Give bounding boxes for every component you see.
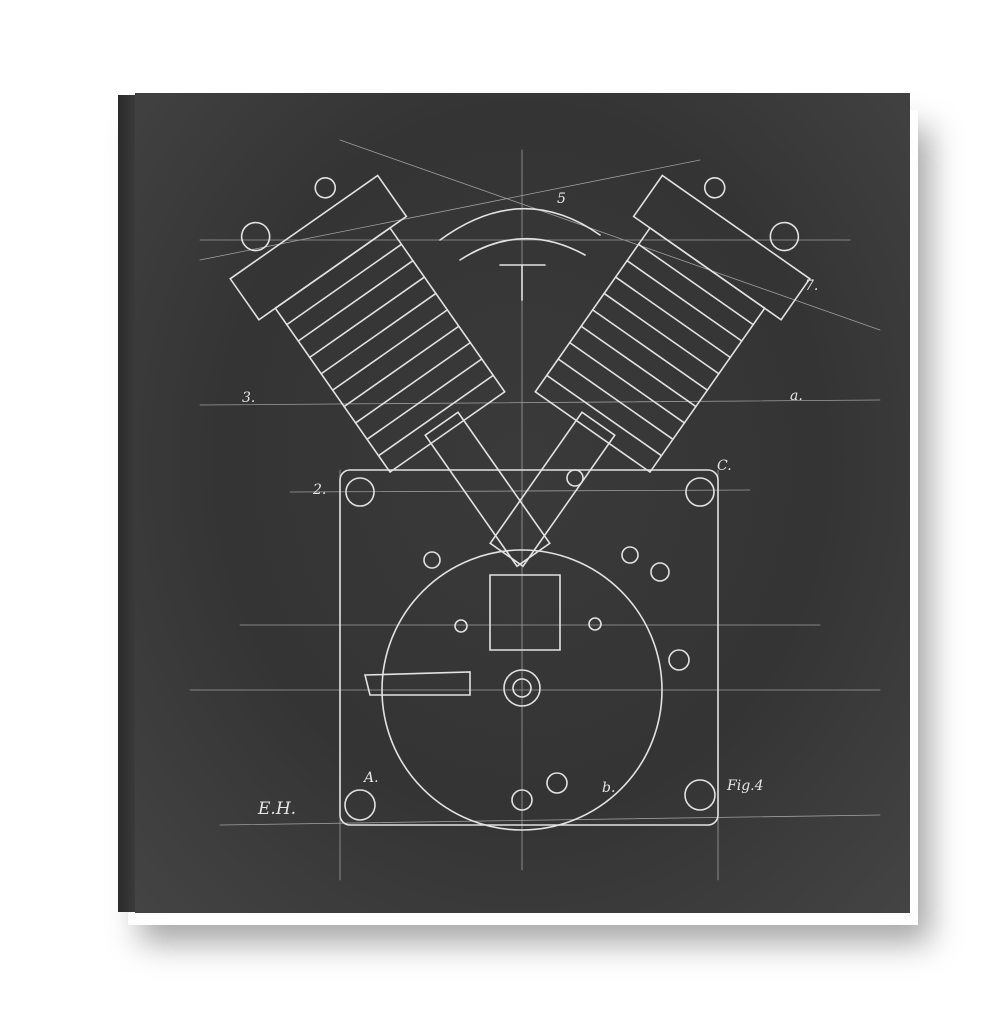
canvas-side-edge — [118, 95, 136, 912]
left-cylinder — [229, 174, 551, 568]
drawing-labels: 5 7. 3. a. 2. C. A. b. Fig.4 E.H. — [242, 191, 818, 819]
label-b: b. — [602, 780, 615, 796]
label-A: A. — [362, 770, 379, 786]
label-fig: Fig.4 — [726, 778, 764, 794]
right-cylinder — [489, 174, 811, 568]
engine-sketch: 5 7. 3. a. 2. C. A. b. Fig.4 E.H. — [189, 139, 881, 881]
crankcase — [381, 549, 663, 831]
construction-lines — [189, 139, 881, 881]
signature: E.H. — [257, 799, 296, 819]
label-5: 5 — [557, 191, 566, 207]
label-7: 7. — [805, 278, 818, 294]
label-2: 2. — [312, 482, 326, 498]
canvas-print: 5 7. 3. a. 2. C. A. b. Fig.4 E.H. — [135, 93, 910, 913]
label-3: 3. — [242, 390, 255, 406]
label-a: a. — [790, 388, 803, 404]
label-c: C. — [717, 458, 732, 474]
